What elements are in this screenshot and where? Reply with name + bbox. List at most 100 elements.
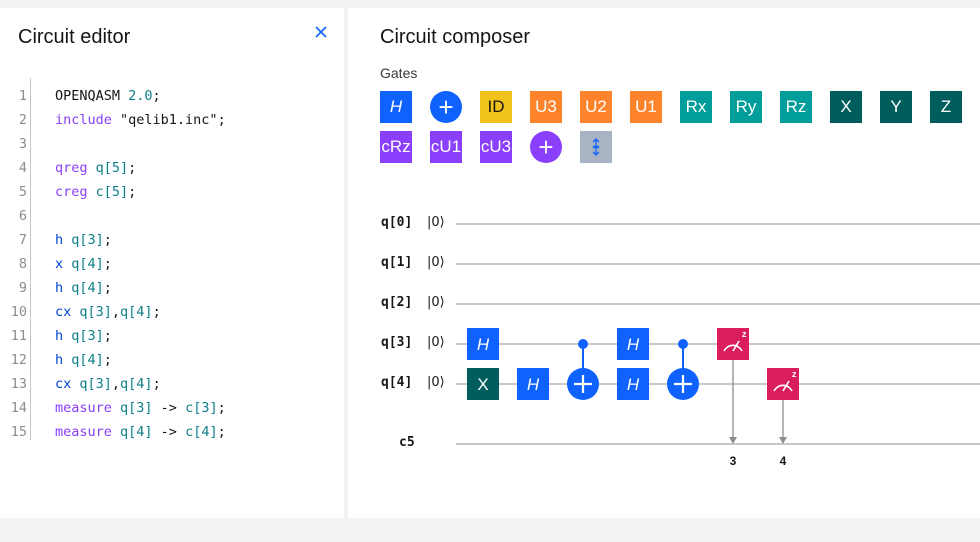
code-token: ; bbox=[217, 424, 226, 440]
qubit-label: q[2] bbox=[381, 295, 413, 310]
line-number: 3 bbox=[18, 136, 27, 152]
code-token: measure bbox=[55, 400, 121, 416]
code-text: h q[4]; bbox=[55, 276, 112, 300]
cnot-plus-icon bbox=[574, 375, 592, 393]
code-token: q[4] bbox=[71, 352, 104, 368]
code-token: creg bbox=[55, 184, 96, 200]
initial-state: |0⟩ bbox=[427, 375, 445, 390]
qubit-label: q[1] bbox=[381, 255, 413, 270]
code-text: OPENQASM 2.0; bbox=[55, 84, 161, 108]
code-text: measure q[3] -> c[3]; bbox=[55, 396, 226, 420]
code-text: measure q[4] -> c[4]; bbox=[55, 420, 226, 444]
circuit-gate[interactable] bbox=[617, 368, 649, 400]
line-number: 6 bbox=[18, 208, 27, 224]
code-token: q[4] bbox=[120, 304, 153, 320]
measure-gate[interactable] bbox=[717, 328, 749, 360]
code-token: q[4] bbox=[71, 280, 104, 296]
code-text: h q[3]; bbox=[55, 228, 112, 252]
editor-title: Circuit editor bbox=[18, 26, 131, 48]
code-token: c[3] bbox=[185, 400, 218, 416]
code-token: , bbox=[111, 376, 121, 392]
measure-gate[interactable] bbox=[767, 368, 799, 400]
classical-register-label: c5 bbox=[399, 435, 415, 450]
code-token: ; bbox=[128, 184, 137, 200]
meter-icon bbox=[773, 384, 793, 392]
classical-bit-label: 4 bbox=[780, 454, 787, 468]
circuit-gate[interactable] bbox=[517, 368, 549, 400]
initial-state: |0⟩ bbox=[427, 335, 445, 350]
circuit-gate[interactable] bbox=[467, 328, 499, 360]
code-token: -> bbox=[152, 424, 186, 440]
code-token: cx bbox=[55, 304, 80, 320]
qubit-label: q[0] bbox=[381, 215, 413, 230]
code-text: x q[4]; bbox=[55, 252, 112, 276]
code-text: qreg q[5]; bbox=[55, 156, 136, 180]
code-token: q[4] bbox=[120, 424, 153, 440]
gutter-divider bbox=[30, 78, 31, 440]
code-text: h q[3]; bbox=[55, 324, 112, 348]
measure-basis: z bbox=[742, 329, 747, 339]
code-token: -> bbox=[152, 400, 186, 416]
measure-arrow-icon bbox=[779, 437, 787, 444]
code-token: "qelib1.inc"; bbox=[120, 112, 226, 128]
code-token: ; bbox=[103, 352, 112, 368]
measure-basis: z bbox=[792, 369, 797, 379]
code-token: ; bbox=[128, 160, 137, 176]
code-token: q[3] bbox=[71, 328, 104, 344]
code-line[interactable]: 6 bbox=[0, 204, 344, 228]
code-token: OPENQASM bbox=[55, 88, 129, 104]
qubit-label: q[4] bbox=[381, 375, 413, 390]
circuit-gate-label: H bbox=[627, 375, 640, 394]
code-token: include bbox=[55, 112, 121, 128]
cnot-control-dot[interactable] bbox=[578, 339, 588, 349]
gate-swap[interactable] bbox=[580, 131, 612, 163]
code-token: q[3] bbox=[79, 376, 112, 392]
line-number: 12 bbox=[10, 352, 27, 368]
code-token: q[4] bbox=[120, 376, 153, 392]
line-number: 9 bbox=[18, 280, 27, 296]
line-number: 5 bbox=[18, 184, 27, 200]
code-token: ; bbox=[103, 328, 112, 344]
code-line[interactable]: 3 bbox=[0, 132, 344, 156]
code-token: q[5] bbox=[95, 160, 129, 176]
circuit-gate[interactable] bbox=[617, 328, 649, 360]
line-number: 10 bbox=[10, 304, 27, 320]
circuit-gate[interactable] bbox=[467, 368, 499, 400]
code-token: q[3] bbox=[120, 400, 153, 416]
code-text: cx q[3],q[4]; bbox=[55, 372, 161, 396]
code-line[interactable]: 12 h q[4]; bbox=[0, 348, 344, 372]
gates-label: Gates bbox=[380, 65, 418, 81]
initial-state: |0⟩ bbox=[427, 255, 445, 270]
code-token: q[3] bbox=[71, 232, 104, 248]
cnot-plus-icon bbox=[674, 375, 692, 393]
meter-icon bbox=[723, 344, 743, 352]
code-token: ; bbox=[103, 256, 112, 272]
close-icon[interactable] bbox=[313, 24, 329, 40]
code-token: h bbox=[55, 328, 72, 344]
circuit-gate-label: X bbox=[477, 375, 488, 394]
code-token: h bbox=[55, 280, 72, 296]
code-token: 2.0 bbox=[128, 88, 153, 104]
code-token: ; bbox=[217, 400, 226, 416]
cnot-control-dot[interactable] bbox=[678, 339, 688, 349]
initial-state: |0⟩ bbox=[427, 215, 445, 230]
qubit-label: q[3] bbox=[381, 335, 413, 350]
code-token: h bbox=[55, 352, 72, 368]
swap-icon bbox=[592, 138, 600, 156]
code-token: x bbox=[55, 256, 72, 272]
code-line[interactable]: 9 h q[4]; bbox=[0, 276, 344, 300]
